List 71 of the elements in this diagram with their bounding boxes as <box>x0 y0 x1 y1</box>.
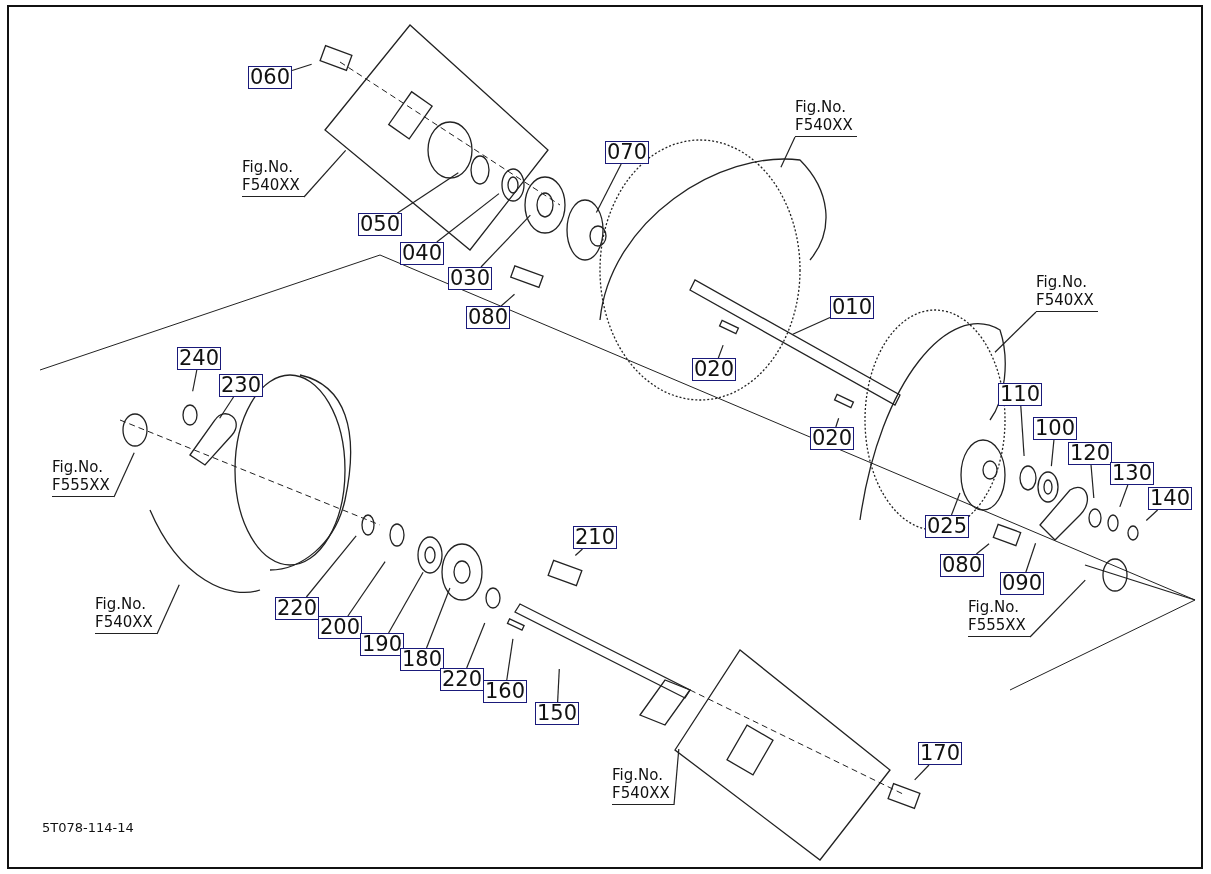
leader-line <box>500 293 516 307</box>
leader-line <box>717 344 724 359</box>
leader-line <box>673 748 680 806</box>
callout-number: 140 <box>1148 487 1193 510</box>
leader-line <box>506 638 514 681</box>
callout-number: 150 <box>535 702 580 725</box>
callout-number: 120 <box>1068 442 1113 465</box>
callout-number: 080 <box>466 306 511 329</box>
figure-reference: Fig.No. F555XX <box>968 598 1030 637</box>
callout-number: 030 <box>448 267 493 290</box>
callout-number: 080 <box>940 554 985 577</box>
callout-number: 220 <box>275 597 320 620</box>
callout-number: 020 <box>692 358 737 381</box>
figure-reference: Fig.No. F540XX <box>95 595 157 634</box>
leader-line <box>792 316 831 335</box>
leader-line <box>466 622 486 669</box>
leader-line <box>480 214 531 268</box>
callout-number: 110 <box>998 383 1043 406</box>
callout-number: 160 <box>483 680 528 703</box>
callout-number: 210 <box>573 526 618 549</box>
figure-reference: Fig.No. F540XX <box>1036 273 1098 312</box>
leader-line <box>835 417 840 428</box>
leader-line <box>950 492 961 516</box>
callout-number: 020 <box>810 427 855 450</box>
figure-reference: Fig.No. F555XX <box>52 458 114 497</box>
leader-line <box>347 560 386 617</box>
callout-number: 090 <box>1000 572 1045 595</box>
callout-number: 170 <box>918 742 963 765</box>
leader-line <box>994 311 1037 353</box>
callout-number: 130 <box>1110 462 1155 485</box>
leader-line <box>113 452 135 498</box>
callout-number: 100 <box>1033 417 1078 440</box>
leader-line <box>1020 405 1025 457</box>
leader-line <box>1025 542 1037 573</box>
leader-line <box>975 543 990 555</box>
leader-line <box>557 668 560 703</box>
leader-line <box>595 163 622 214</box>
leader-line <box>425 587 451 649</box>
leader-line <box>291 63 313 72</box>
leader-line <box>436 193 500 243</box>
callout-number: 190 <box>360 633 405 656</box>
callout-number: 025 <box>925 515 970 538</box>
figure-reference: Fig.No. F540XX <box>242 158 304 197</box>
leader-line <box>780 136 796 168</box>
drawing-number: 5T078-114-14 <box>42 820 134 835</box>
leader-line <box>1119 484 1129 508</box>
leader-line <box>1090 464 1095 499</box>
leader-line <box>1050 439 1055 467</box>
leader-line <box>1029 579 1086 638</box>
callout-number: 070 <box>605 141 650 164</box>
callout-number: 200 <box>318 616 363 639</box>
leader-line <box>156 584 180 635</box>
callout-number: 010 <box>830 296 875 319</box>
leader-line <box>914 764 930 781</box>
figure-reference: Fig.No. F540XX <box>795 98 857 137</box>
callout-number: 220 <box>440 668 485 691</box>
callout-number: 180 <box>400 648 445 671</box>
leader-line <box>219 396 235 419</box>
callout-number: 040 <box>400 242 445 265</box>
leader-line <box>192 369 198 392</box>
callout-number: 230 <box>219 374 264 397</box>
callout-number: 060 <box>248 66 293 89</box>
leader-line <box>387 571 424 634</box>
figure-reference: Fig.No. F540XX <box>612 766 674 805</box>
leader-line <box>574 548 584 557</box>
leader-line <box>305 535 357 598</box>
callout-number: 050 <box>358 213 403 236</box>
callout-number: 240 <box>177 347 222 370</box>
leader-line <box>1145 509 1159 522</box>
leader-line <box>396 172 459 214</box>
leader-line <box>303 149 347 198</box>
